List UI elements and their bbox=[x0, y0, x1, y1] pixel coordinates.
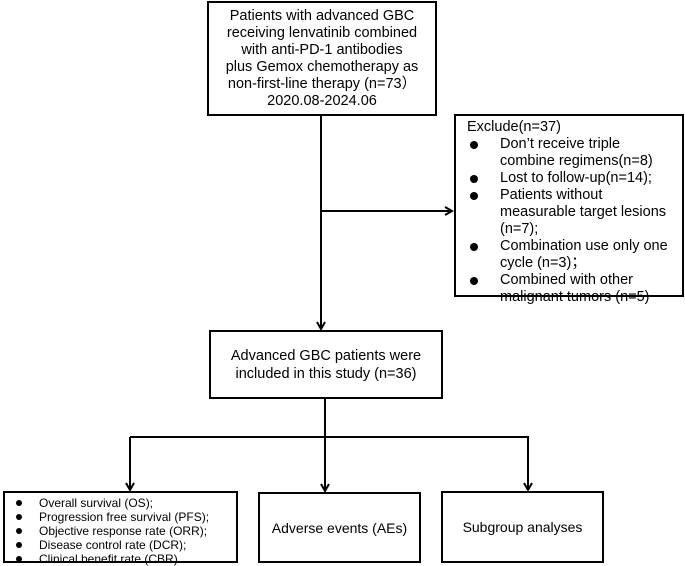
enrollment-line: plus Gemox chemotherapy as bbox=[225, 58, 419, 75]
outcomes-box: Overall survival (OS); Progression free … bbox=[3, 491, 238, 566]
exclusion-item: Combined with other malignant tumors (n=… bbox=[467, 272, 678, 306]
included-box: Advanced GBC patients were included in t… bbox=[209, 330, 443, 399]
enrollment-line: non-first-line therapy (n=73） bbox=[227, 75, 417, 92]
included-line: included in this study (n=36) bbox=[235, 365, 417, 382]
enrollment-line: Patients with advanced GBC bbox=[229, 7, 415, 24]
subgroup-label: Subgroup analyses bbox=[462, 519, 583, 535]
included-line: Advanced GBC patients were bbox=[230, 347, 422, 364]
enrollment-box: Patients with advanced GBC receiving len… bbox=[207, 1, 437, 116]
exclusion-box: Exclude(n=37) Don’t receive triple combi… bbox=[454, 114, 684, 305]
outcome-item: Disease control rate (DCR); bbox=[11, 538, 236, 552]
exclusion-item: Patients without measurable target lesio… bbox=[467, 187, 678, 238]
enrollment-line: with anti-PD-1 antibodies bbox=[241, 41, 403, 58]
outcome-item: Objective response rate (ORR); bbox=[11, 524, 236, 538]
outcome-item: Overall survival (OS); bbox=[11, 496, 236, 510]
outcome-item: Clinical benefit rate (CBR) bbox=[11, 552, 236, 566]
exclusion-title: Exclude(n=37) bbox=[467, 119, 561, 135]
exclusion-item: Combination use only one cycle (n=3)； bbox=[467, 238, 678, 272]
outcome-item: Progression free survival (PFS); bbox=[11, 510, 236, 524]
exclusion-item: Don’t receive triple combine regimens(n=… bbox=[467, 136, 678, 170]
adverse-events-label: Adverse events (AEs) bbox=[271, 519, 408, 536]
enrollment-line: receiving lenvatinib combined bbox=[226, 24, 418, 41]
adverse-events-box: Adverse events (AEs) bbox=[258, 492, 421, 563]
enrollment-line: 2020.08-2024.06 bbox=[267, 92, 377, 109]
subgroup-box: Subgroup analyses bbox=[441, 491, 604, 563]
exclusion-item: Lost to follow-up(n=14); bbox=[467, 170, 678, 187]
